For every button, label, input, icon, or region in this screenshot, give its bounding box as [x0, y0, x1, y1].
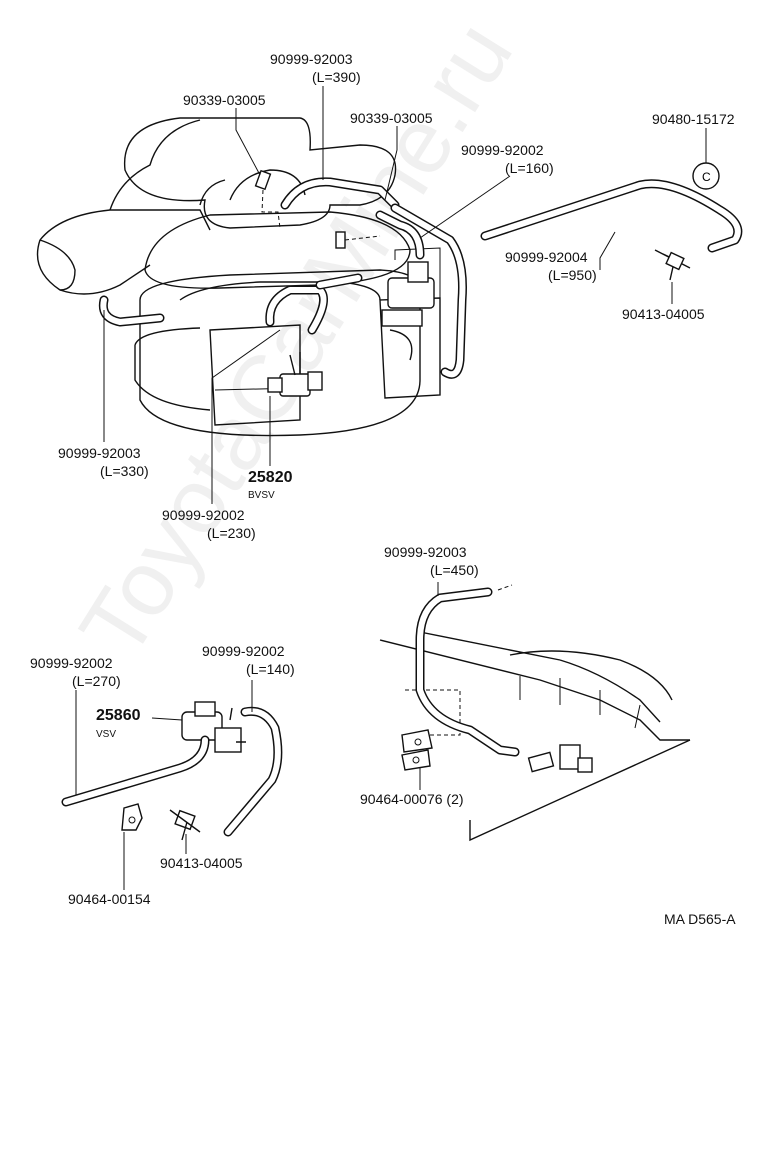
- hose-160: [375, 203, 467, 379]
- label-vsv: VSV: [96, 729, 117, 740]
- air-cleaner-assembly: [36, 117, 441, 437]
- label-l270: (L=270): [72, 673, 121, 689]
- tee-90413-upper: [654, 249, 691, 281]
- label-90464-00154: 90464-00154: [68, 891, 151, 907]
- label-90999-92004-l950: 90999-92004: [505, 249, 588, 265]
- label-90480-15172: 90480-15172: [652, 111, 735, 127]
- diagram-code: MA D565-A: [664, 911, 736, 927]
- vsv-top-valve: [381, 261, 435, 327]
- cap-90480: C: [692, 162, 720, 190]
- label-l950: (L=950): [548, 267, 597, 283]
- clamp-90464-00154: [121, 803, 143, 831]
- svg-text:C: C: [702, 170, 711, 184]
- engine-body-lower: [379, 631, 691, 842]
- label-90999-92002-l230: 90999-92002: [162, 507, 245, 523]
- label-l330: (L=330): [100, 463, 149, 479]
- hose-230: [265, 273, 363, 335]
- label-90999-92003-l330: 90999-92003: [58, 445, 141, 461]
- hose-270: [61, 735, 210, 807]
- label-90413-04005-lower: 90413-04005: [160, 855, 243, 871]
- hose-330: [98, 295, 165, 327]
- bvsv-25820: [267, 352, 323, 397]
- label-90999-92003-l450: 90999-92003: [384, 544, 467, 560]
- label-90999-92002-l160: 90999-92002: [461, 142, 544, 158]
- label-90339-03005-left: 90339-03005: [183, 92, 266, 108]
- label-90999-92003-l390: 90999-92003: [270, 51, 353, 67]
- tee-90413-lower: [169, 809, 201, 841]
- hose-140: [223, 706, 283, 837]
- clamp-90464-00076: [401, 729, 433, 771]
- label-l390: (L=390): [312, 69, 361, 85]
- hose-950: [480, 179, 743, 253]
- label-90413-04005-upper: 90413-04005: [622, 306, 705, 322]
- vsv-25860-assembly: [181, 701, 246, 753]
- clip-90339-b: [335, 231, 381, 249]
- label-90999-92002-l140: 90999-92002: [202, 643, 285, 659]
- label-l160: (L=160): [505, 160, 554, 176]
- clip-90339-a: [254, 169, 281, 229]
- label-l230: (L=230): [207, 525, 256, 541]
- label-25820: 25820: [248, 469, 293, 486]
- hose-450: [415, 584, 520, 757]
- label-25860: 25860: [96, 707, 141, 724]
- label-bvsv: BVSV: [248, 490, 275, 501]
- leader-lines: [75, 86, 707, 890]
- label-l450: (L=450): [430, 562, 479, 578]
- label-l140: (L=140): [246, 661, 295, 677]
- label-90339-03005-right: 90339-03005: [350, 110, 433, 126]
- connector-cluster: [527, 744, 593, 773]
- hose-390: [280, 177, 400, 210]
- label-90999-92002-l270: 90999-92002: [30, 655, 113, 671]
- label-90464-00076: 90464-00076 (2): [360, 791, 464, 807]
